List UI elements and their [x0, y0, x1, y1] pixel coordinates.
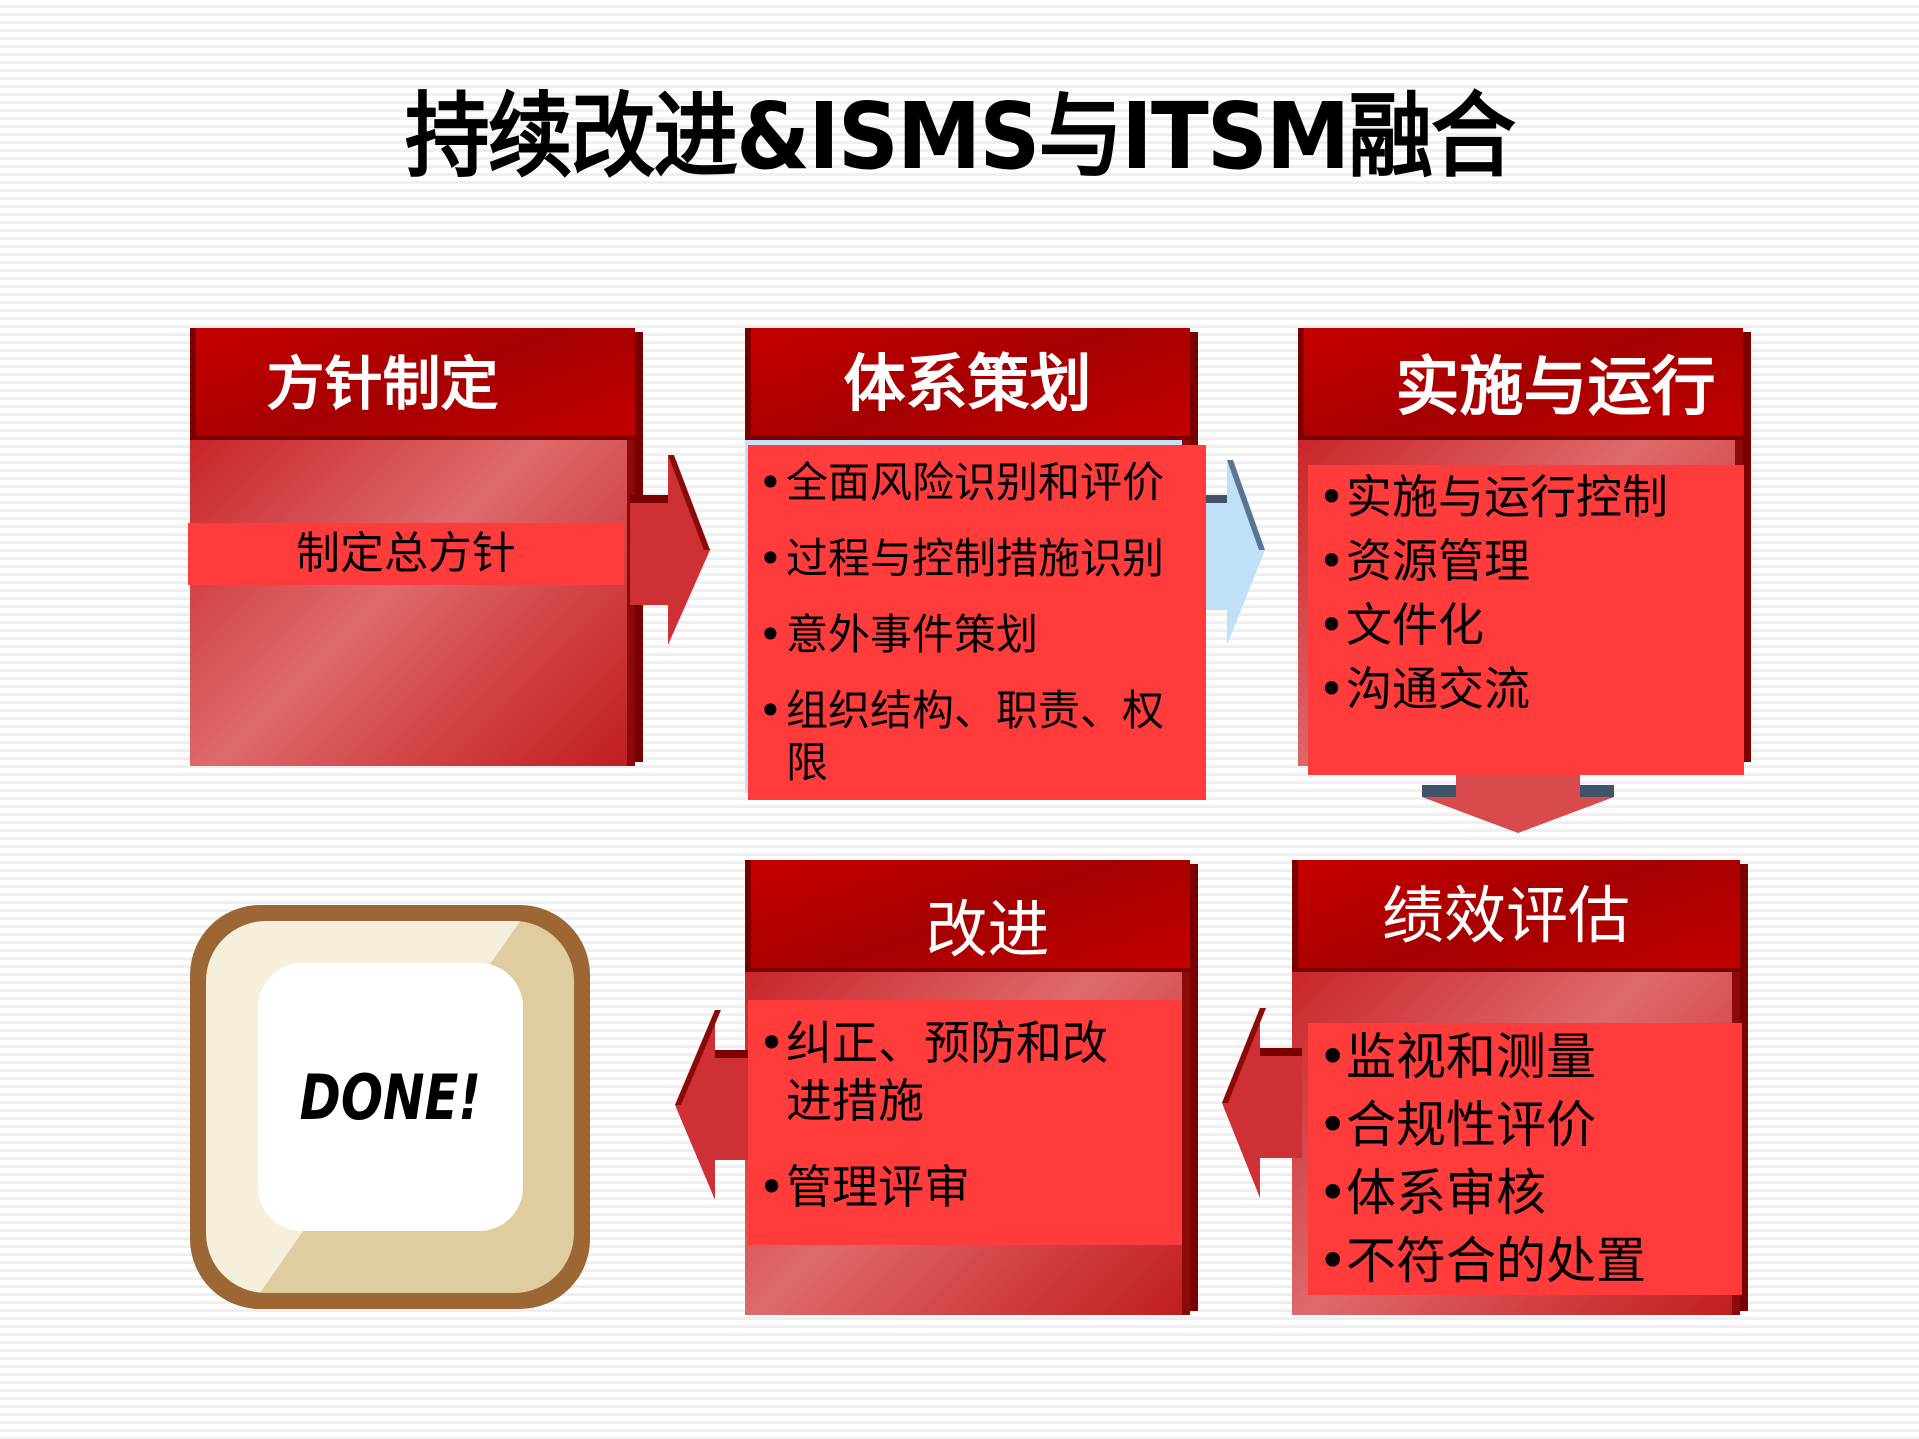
list-item: 文件化: [1308, 593, 1744, 657]
step-title-text: 改进: [925, 893, 1050, 966]
step-evaluation-title: 绩效评估: [1292, 860, 1740, 972]
step-implementation-panel: 实施与运行控制 资源管理 文件化 沟通交流: [1308, 465, 1744, 775]
step-planning-panel: 全面风险识别和评价 过程与控制措施识别 意外事件策划 组织结构、职责、权限: [748, 445, 1206, 800]
step-policy-panel: 制定总方针: [188, 523, 624, 585]
list-item: 全面风险识别和评价: [748, 457, 1206, 509]
step-title-text: 方针制定: [266, 350, 499, 418]
list-item: 资源管理: [1308, 529, 1744, 593]
box-edge: [1190, 864, 1198, 1311]
list-item: 实施与运行控制: [1308, 465, 1744, 529]
step-title-text: 绩效评估: [1381, 879, 1630, 952]
list-item: 组织结构、职责、权限: [748, 685, 1206, 789]
step-implementation-title: 实施与运行: [1298, 328, 1743, 440]
step-item: 制定总方针: [296, 528, 516, 579]
step-planning-title: 体系策划: [745, 328, 1190, 440]
arrow-down-icon: [1422, 775, 1614, 833]
step-title-text: 体系策划: [843, 347, 1092, 420]
box-edge: [1743, 332, 1751, 762]
list-item: 管理评审: [748, 1158, 1182, 1216]
done-badge-frame: DONE!: [206, 921, 574, 1293]
list-item: 纠正、预防和改进措施: [748, 1014, 1182, 1130]
step-improvement-title: 改进: [745, 860, 1190, 972]
step-policy-title: 方针制定: [190, 328, 635, 440]
arrow-left-icon: [675, 1010, 755, 1200]
step-evaluation-panel: 监视和测量 合规性评价 体系审核 不符合的处置: [1308, 1023, 1742, 1295]
list-item: 监视和测量: [1308, 1023, 1742, 1091]
step-improvement-panel: 纠正、预防和改进措施 管理评审: [748, 1000, 1182, 1245]
step-policy: 方针制定: [190, 328, 643, 766]
done-badge-face: DONE!: [258, 963, 523, 1231]
arrow-left-icon: [1222, 1008, 1302, 1198]
list-item: 意外事件策划: [748, 609, 1206, 661]
list-item: 体系审核: [1308, 1159, 1742, 1227]
done-badge: DONE!: [190, 905, 590, 1309]
step-title-text: 实施与运行: [1395, 351, 1716, 425]
box-edge: [1740, 864, 1748, 1311]
list-item: 沟通交流: [1308, 657, 1744, 721]
page-title: 持续改进&ISMS与ITSM融合: [405, 83, 1516, 190]
arrow-right-icon: [630, 455, 710, 645]
list-item: 不符合的处置: [1308, 1227, 1742, 1295]
faint-subtitle: [222, 232, 482, 282]
list-item: 合规性评价: [1308, 1091, 1742, 1159]
step-body: [190, 440, 635, 766]
done-label: DONE!: [299, 1060, 482, 1134]
list-item: 过程与控制措施识别: [748, 533, 1206, 585]
